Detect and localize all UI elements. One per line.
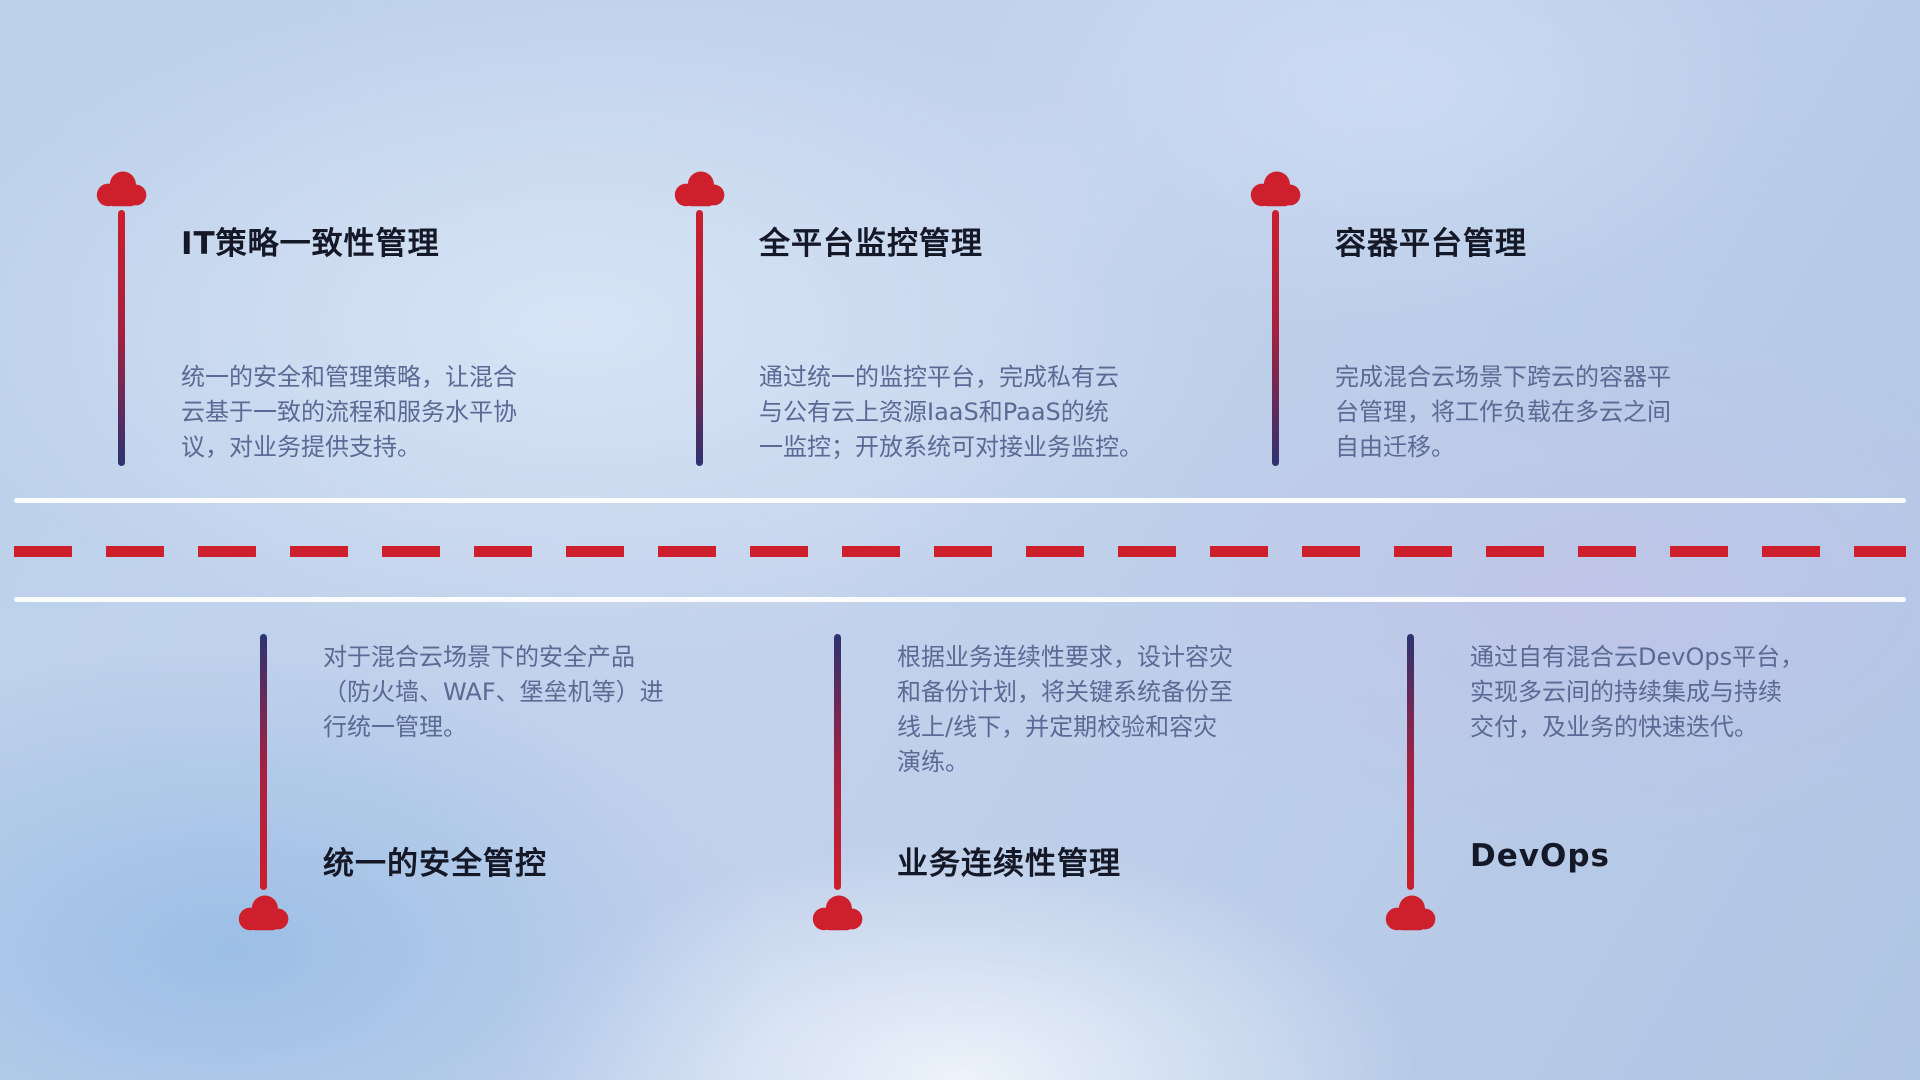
timeline-connector-line bbox=[696, 210, 703, 466]
timeline-item-business-continuity: 根据业务连续性要求，设计容灾 和备份计划，将关键系统备份至 线上/线下，并定期校… bbox=[810, 634, 1350, 954]
item-description: 对于混合云场景下的安全产品 （防火墙、WAF、堡垒机等）进 行统一管理。 bbox=[323, 643, 664, 741]
road-top-line bbox=[14, 498, 1906, 503]
item-title: 全平台监控管理 bbox=[759, 226, 983, 262]
road-dashed-center-line bbox=[14, 546, 1906, 557]
item-description: 完成混合云场景下跨云的容器平 台管理，将工作负载在多云之间 自由迁移。 bbox=[1335, 363, 1671, 461]
cloud-icon bbox=[94, 168, 150, 208]
timeline-item-platform-monitoring: 全平台监控管理 通过统一的监控平台，完成私有云 与公有云上资源IaaS和PaaS… bbox=[672, 168, 1212, 468]
item-title: 容器平台管理 bbox=[1335, 226, 1527, 262]
timeline-item-container-platform: 容器平台管理 完成混合云场景下跨云的容器平 台管理，将工作负载在多云之间 自由迁… bbox=[1248, 168, 1788, 468]
timeline-item-devops: 通过自有混合云DevOps平台， 实现多云间的持续集成与持续 交付，及业务的快速… bbox=[1383, 634, 1920, 954]
timeline-connector-line bbox=[834, 634, 841, 890]
cloud-icon bbox=[236, 892, 292, 932]
item-title: 统一的安全管控 bbox=[323, 846, 547, 882]
item-title: 业务连续性管理 bbox=[897, 846, 1121, 882]
timeline-connector-line bbox=[1407, 634, 1414, 890]
item-description: 通过自有混合云DevOps平台， 实现多云间的持续集成与持续 交付，及业务的快速… bbox=[1470, 643, 1805, 741]
timeline-connector-line bbox=[118, 210, 125, 466]
item-description: 根据业务连续性要求，设计容灾 和备份计划，将关键系统备份至 线上/线下，并定期校… bbox=[897, 643, 1233, 776]
item-description: 统一的安全和管理策略，让混合 云基于一致的流程和服务水平协 议，对业务提供支持。 bbox=[181, 363, 517, 461]
item-title: IT策略一致性管理 bbox=[181, 226, 440, 262]
timeline-item-it-policy: IT策略一致性管理 统一的安全和管理策略，让混合 云基于一致的流程和服务水平协 … bbox=[94, 168, 634, 468]
timeline-connector-line bbox=[1272, 210, 1279, 466]
road-bottom-line bbox=[14, 597, 1906, 602]
timeline-item-unified-security: 对于混合云场景下的安全产品 （防火墙、WAF、堡垒机等）进 行统一管理。 统一的… bbox=[236, 634, 776, 954]
cloud-icon bbox=[1383, 892, 1439, 932]
cloud-icon bbox=[672, 168, 728, 208]
cloud-icon bbox=[1248, 168, 1304, 208]
timeline-connector-line bbox=[260, 634, 267, 890]
item-description: 通过统一的监控平台，完成私有云 与公有云上资源IaaS和PaaS的统 一监控；开… bbox=[759, 363, 1143, 461]
cloud-icon bbox=[810, 892, 866, 932]
item-title: DevOps bbox=[1470, 838, 1610, 874]
